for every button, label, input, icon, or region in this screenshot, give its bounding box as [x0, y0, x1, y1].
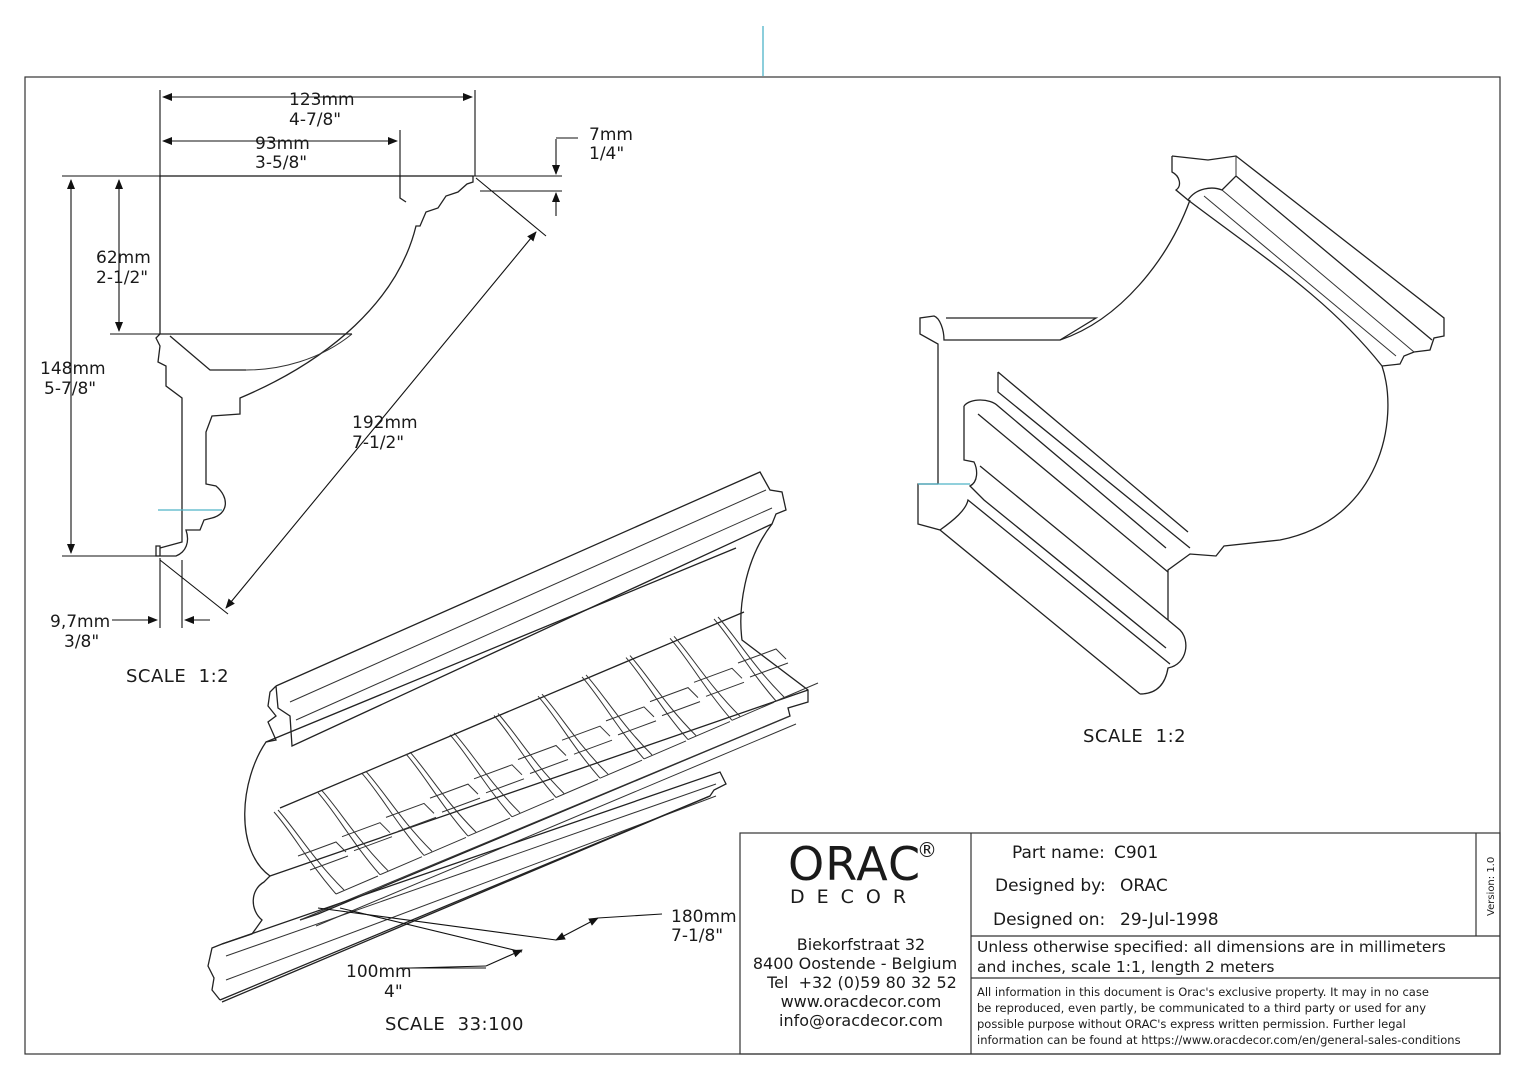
dim-upper-height-in: 2-1/2" — [96, 268, 148, 288]
dentil-shell — [405, 751, 511, 837]
legal-line-4: information can be found at https://www.… — [977, 1033, 1461, 1047]
scale-isometric: SCALE 1:2 — [1083, 726, 1186, 747]
drawing-frame — [24, 76, 1501, 1055]
address-website: www.oracdecor.com — [781, 992, 942, 1011]
dim-top-lip-mm: 7mm — [589, 125, 633, 145]
spec-line-2: and inches, scale 1:1, length 2 meters — [977, 958, 1275, 976]
dim-pattern-depth-in: 7-1/8" — [671, 926, 723, 946]
dentil-shell — [361, 771, 467, 856]
profile-view: 123mm 4-7/8" 93mm 3-5/8" 7mm 1/4" 62mm 2… — [40, 90, 633, 687]
part-name-label: Part name: — [1012, 843, 1105, 863]
dentil-shell — [713, 616, 819, 702]
scale-profile: SCALE 1:2 — [126, 666, 229, 687]
dentil-shell — [581, 674, 687, 760]
address-email: info@oracdecor.com — [779, 1011, 943, 1030]
scale-decorated: SCALE 33:100 — [385, 1014, 524, 1035]
dim-width-inner-in: 3-5/8" — [255, 153, 307, 173]
dim-bottom-lip-in: 3/8" — [64, 632, 99, 652]
legal-line-1: All information in this document is Orac… — [977, 985, 1429, 999]
spec-line-1: Unless otherwise specified: all dimensio… — [977, 938, 1446, 956]
dentil-shell — [317, 790, 423, 876]
dentil-shell — [273, 809, 379, 895]
dim-pattern-depth-mm: 180mm — [671, 907, 737, 927]
address-phone: Tel +32 (0)59 80 32 52 — [766, 973, 957, 992]
dentil-shell — [537, 693, 643, 779]
logo-sub: DECOR — [790, 886, 918, 908]
dim-total-height-in: 5-7/8" — [44, 379, 96, 399]
dim-width-total-in: 4-7/8" — [289, 110, 341, 130]
logo-registered: ® — [917, 838, 937, 862]
dim-pattern-repeat-mm: 100mm — [346, 962, 412, 982]
dentil-pattern — [273, 616, 819, 895]
dentil-shell — [449, 732, 555, 818]
dim-pattern-repeat-in: 4" — [384, 982, 403, 1002]
part-name-value: C901 — [1114, 843, 1158, 863]
designed-on-label: Designed on: — [993, 910, 1105, 930]
designed-by-label: Designed by: — [995, 876, 1106, 896]
address-line-1: Biekorfstraat 32 — [797, 935, 925, 954]
designed-on-value: 29-Jul-1998 — [1120, 910, 1219, 930]
legal-line-2: be reproduced, even partly, be communica… — [977, 1001, 1426, 1015]
dim-bottom-lip-mm: 9,7mm — [50, 612, 110, 632]
dim-total-height-mm: 148mm — [40, 359, 106, 379]
dim-upper-height-mm: 62mm — [96, 248, 151, 268]
dentil-shell — [669, 635, 775, 721]
dim-diagonal-mm: 192mm — [352, 413, 418, 433]
dim-diagonal-in: 7-1/2" — [352, 433, 404, 453]
dim-width-inner-mm: 93mm — [255, 134, 310, 154]
dim-width-total-mm: 123mm — [289, 90, 355, 110]
decorated-view: 180mm 7-1/8" 100mm 4" SCALE 33:100 — [207, 471, 819, 1035]
dentil-shell — [625, 655, 731, 741]
legal-line-3: possible purpose without ORAC's express … — [977, 1017, 1406, 1031]
title-block: ORAC ® DECOR Biekorfstraat 32 8400 Ooste… — [739, 832, 1501, 1055]
dentil-shell — [493, 713, 599, 798]
isometric-view: SCALE 1:2 — [917, 155, 1445, 747]
dim-top-lip-in: 1/4" — [589, 144, 624, 164]
designed-by-value: ORAC — [1120, 876, 1168, 896]
address-line-2: 8400 Oostende - Belgium — [753, 954, 957, 973]
version-label: Version: 1.0 — [1486, 857, 1497, 916]
logo-main: ORAC — [788, 837, 921, 891]
